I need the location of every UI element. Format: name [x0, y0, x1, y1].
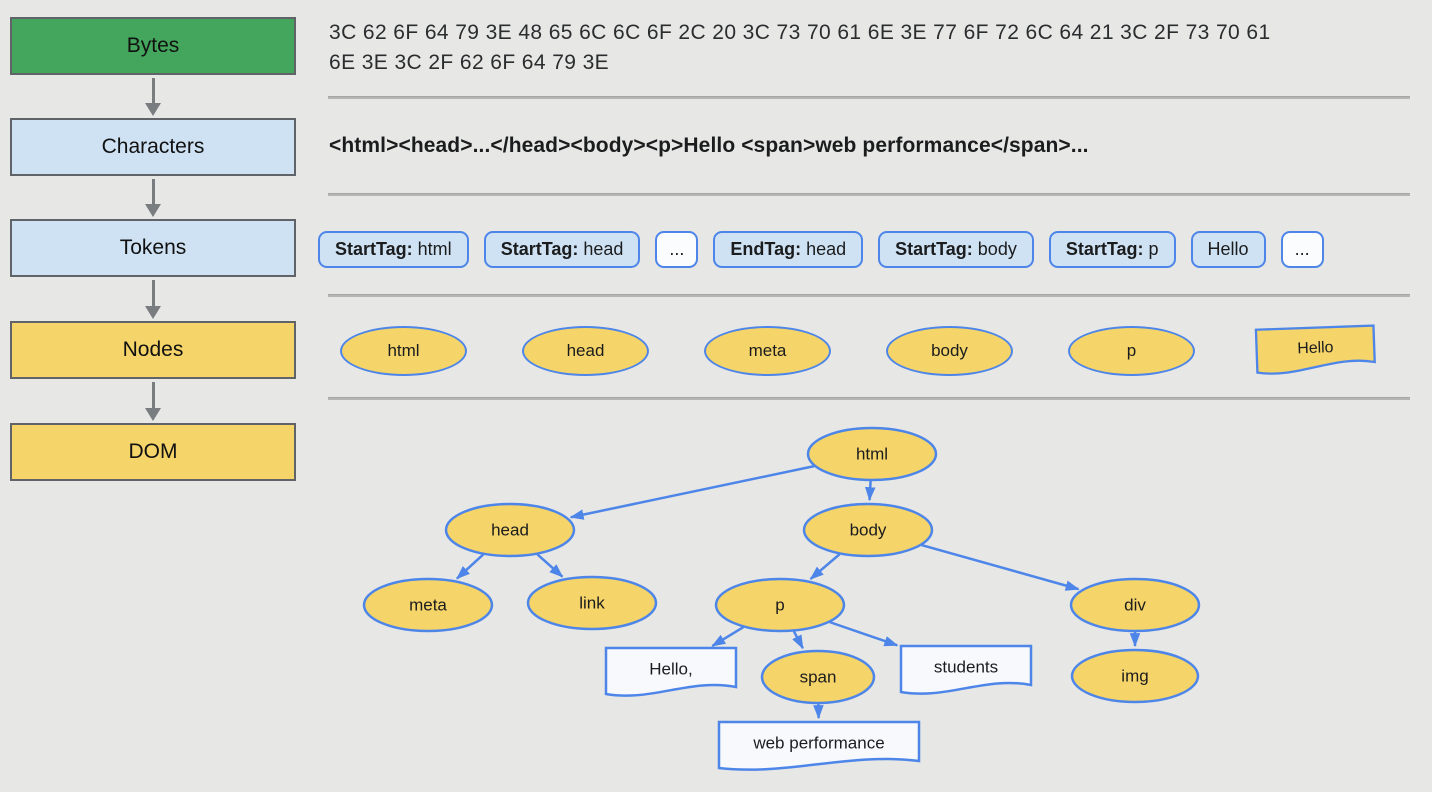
svg-text:students: students	[934, 658, 998, 677]
stage-label: DOM	[128, 440, 178, 463]
stage-label: Tokens	[119, 236, 187, 259]
token: StartTag:html	[318, 231, 469, 268]
svg-text:Hello,: Hello,	[649, 660, 692, 679]
tree-node-p: p	[714, 577, 846, 633]
tree-node-webperf: web performance	[717, 720, 921, 771]
svg-text:div: div	[1124, 596, 1146, 615]
token: StartTag:p	[1048, 231, 1176, 268]
node-ellipse: html	[340, 326, 467, 376]
stage-box-nodes: Nodes	[10, 321, 296, 379]
node-ellipse: body	[886, 326, 1013, 376]
separator	[328, 294, 1410, 297]
text-node-flag: Hello	[1249, 321, 1382, 382]
pipeline-arrow-icon	[145, 78, 161, 116]
pipeline-arrow-icon	[145, 280, 161, 319]
pipeline-arrow-icon	[145, 382, 161, 421]
stage-label: Characters	[101, 135, 205, 158]
tree-node-link: link	[526, 575, 658, 631]
tree-edge-p-span	[792, 630, 804, 650]
svg-text:link: link	[579, 594, 605, 613]
tree-node-html: html	[806, 426, 938, 482]
tree-node-div: div	[1069, 577, 1201, 633]
tree-edge-p-students	[829, 620, 899, 647]
token: ...	[655, 231, 699, 268]
stage-box-dom: DOM	[10, 423, 296, 481]
svg-text:p: p	[775, 596, 784, 615]
tree-edge-p-hello	[711, 626, 745, 647]
separator	[328, 397, 1410, 400]
tree-node-img: img	[1070, 648, 1200, 704]
stage-label: Nodes	[122, 338, 184, 361]
tree-node-students: students	[899, 644, 1033, 695]
stage-box-characters: Characters	[10, 118, 296, 176]
stage-box-tokens: Tokens	[10, 219, 296, 277]
token: StartTag:head	[483, 231, 641, 268]
svg-text:head: head	[491, 521, 529, 540]
svg-text:html: html	[856, 445, 888, 464]
separator	[328, 193, 1410, 196]
tree-node-meta: meta	[362, 577, 494, 633]
node-ellipse: p	[1068, 326, 1195, 376]
tree-edge-html-head	[569, 464, 815, 520]
svg-text:web performance: web performance	[752, 734, 884, 753]
separator	[328, 96, 1410, 99]
stage-label: Bytes	[126, 34, 180, 57]
node-ellipse: meta	[704, 326, 831, 376]
tree-node-head: head	[444, 502, 576, 558]
tree-node-body: body	[802, 502, 934, 558]
svg-text:body: body	[850, 521, 887, 540]
svg-text:span: span	[800, 668, 837, 687]
tree-edge-body-div	[921, 543, 1080, 591]
svg-text:img: img	[1121, 667, 1148, 686]
tree-edge-body-p	[809, 553, 841, 580]
tree-node-hello: Hello,	[604, 646, 738, 697]
svg-text:meta: meta	[409, 596, 447, 615]
bytes-hex-text: 3C 62 6F 64 79 3E 48 65 6C 6C 6F 2C 20 3…	[329, 21, 1271, 74]
tree-edge-html-body	[865, 480, 876, 502]
token: ...	[1280, 231, 1324, 268]
tree-node-span: span	[760, 649, 876, 705]
stage-box-bytes: Bytes	[10, 17, 296, 75]
tokens-row: StartTag:html StartTag:head... EndTag:head…	[318, 231, 1324, 268]
token: StartTag:body	[878, 231, 1034, 268]
svg-text:Hello: Hello	[1297, 339, 1334, 357]
token: EndTag:head	[713, 231, 864, 268]
characters-string: <html><head>...</head><body><p>Hello <sp…	[329, 134, 1089, 157]
token: Hello	[1190, 231, 1266, 268]
pipeline-arrow-icon	[145, 179, 161, 217]
tree-edge-head-meta	[456, 553, 485, 580]
tree-edge-head-link	[536, 553, 564, 578]
node-ellipse: head	[522, 326, 649, 376]
nodes-row: html head meta body p Hello	[340, 324, 1381, 377]
